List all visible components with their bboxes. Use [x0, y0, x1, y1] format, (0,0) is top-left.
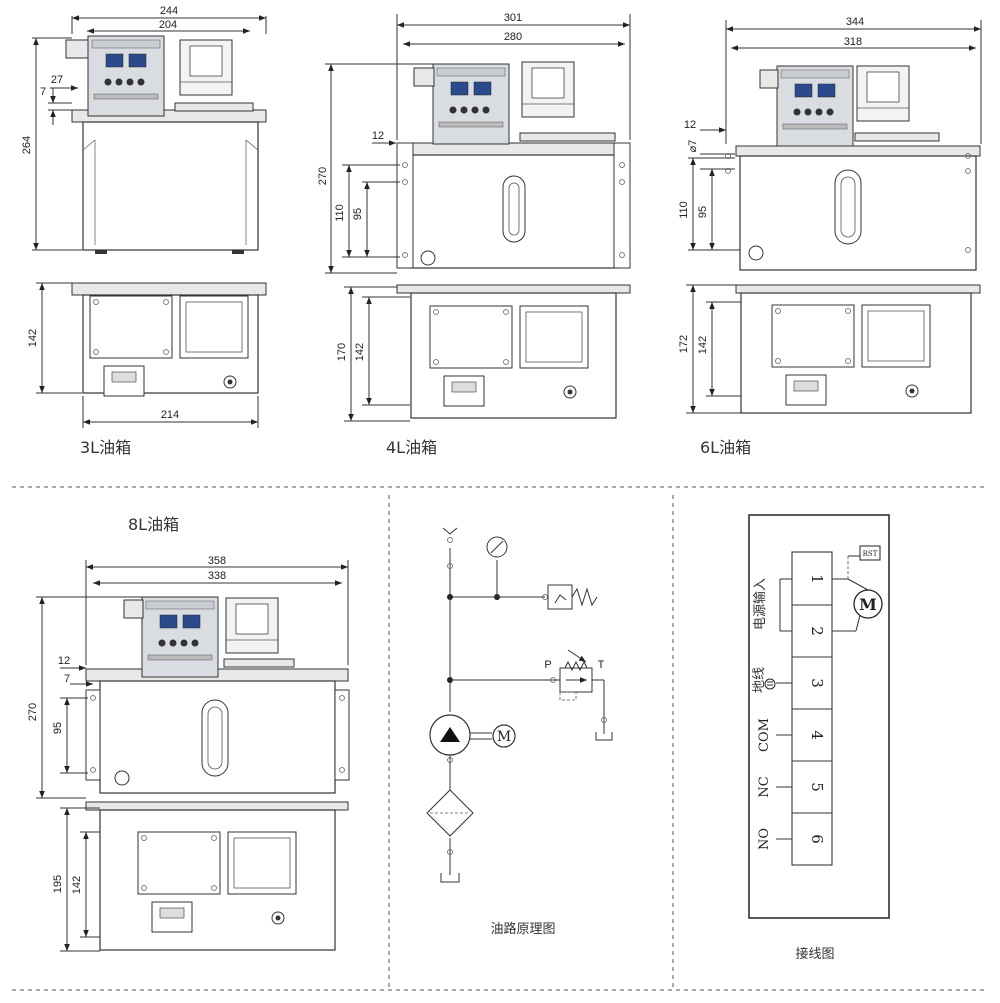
dim-6l-depth-outer: 172 [678, 335, 690, 353]
dim-6l-width-outer: 344 [846, 16, 864, 28]
dim-4l-width-outer: 301 [504, 12, 522, 24]
dim-4l-width-inner: 280 [504, 31, 522, 43]
dim-4l-12: 12 [372, 130, 384, 142]
motor-housing [521, 61, 575, 118]
dim-3l-depth: 142 [27, 329, 39, 347]
dim-6l-12: 12 [684, 119, 696, 131]
terminal-4: 4 [808, 730, 826, 740]
motor-housing [856, 65, 910, 122]
controller-panel [432, 63, 510, 145]
wiring-diagram: 1 2 3 4 5 6 电源输入 地线 COM NC NO RST M 接线图 [748, 514, 890, 962]
motor-housing [179, 39, 233, 96]
ground-icon [764, 678, 776, 690]
dim-8l-width-outer: 358 [208, 555, 226, 567]
terminal-5: 5 [808, 782, 826, 792]
dim-3l-base-width: 214 [161, 409, 179, 421]
hydraulic-schematic: P T M 油路原理图 [426, 527, 613, 937]
caption-6l: 6L油箱 [700, 438, 751, 457]
dim-8l-height: 270 [27, 703, 39, 721]
motor-housing [225, 597, 279, 654]
dim-8l-depth-outer: 195 [52, 875, 64, 893]
dim-4l-depth-inner: 142 [354, 343, 366, 361]
unit-3l-drawing: 244 204 264 27 7 142 214 3L油箱 [21, 5, 267, 457]
caption-8l: 8L油箱 [128, 515, 179, 534]
dim-8l-95: 95 [52, 722, 64, 734]
dim-3l-height: 264 [21, 136, 33, 154]
dim-8l-width-inner: 338 [208, 570, 226, 582]
port-t-label: T [598, 659, 605, 671]
wiring-motor-label: M [859, 595, 877, 614]
caption-hydraulic: 油路原理图 [490, 921, 555, 937]
controller-panel [776, 65, 854, 147]
dim-6l-width-inner: 318 [844, 36, 862, 48]
label-power-input: 电源输入 [752, 578, 768, 630]
label-nc: NC [757, 776, 772, 797]
rst-button [859, 545, 881, 561]
port-p-label: P [544, 659, 551, 671]
controller-panel [141, 596, 219, 678]
wiring-motor-icon [853, 589, 883, 619]
unit-8l-drawing: 8L油箱 358 338 270 12 7 95 19 [27, 515, 350, 952]
dim-3l-width-outer: 244 [160, 5, 178, 17]
caption-4l: 4L油箱 [386, 438, 437, 457]
pressure-switch-icon [547, 584, 573, 610]
terminal-3: 3 [808, 678, 826, 688]
unit-4l-drawing: 301 280 270 110 95 12 170 142 4L油箱 [317, 12, 631, 457]
dim-8l-12: 12 [58, 655, 70, 667]
rst-label: RST [863, 550, 878, 558]
dim-6l-110: 110 [678, 201, 690, 219]
label-no: NO [757, 828, 772, 850]
dim-8l-7: 7 [64, 673, 70, 685]
caption-wiring: 接线图 [795, 946, 834, 962]
motor-icon [492, 724, 516, 748]
dim-4l-height: 270 [317, 167, 329, 185]
caption-3l: 3L油箱 [80, 438, 131, 457]
dim-8l-depth-inner: 142 [71, 876, 83, 894]
tank-symbol-icon [440, 873, 460, 883]
dim-6l-95: 95 [697, 206, 709, 218]
dim-6l-depth-inner: 142 [697, 336, 709, 354]
dim-3l-27: 27 [51, 74, 63, 86]
dim-3l-7: 7 [40, 86, 46, 98]
label-com: COM [757, 718, 772, 752]
terminal-2: 2 [808, 626, 826, 636]
dim-3l-width-inner: 204 [159, 19, 177, 31]
unit-6l-drawing: 344 318 12 ⌀7 110 95 172 142 6L油箱 [678, 16, 982, 457]
dim-4l-110: 110 [334, 204, 346, 222]
terminal-1: 1 [808, 574, 826, 584]
pump-motor-label: M [497, 729, 511, 745]
dim-4l-depth-outer: 170 [336, 343, 348, 361]
tank-body [82, 121, 259, 251]
controller-panel [87, 35, 165, 117]
dim-4l-95: 95 [352, 208, 364, 220]
label-ground: 地线 [752, 667, 767, 693]
terminal-6: 6 [808, 834, 826, 844]
dim-6l-hole: ⌀7 [687, 140, 699, 153]
